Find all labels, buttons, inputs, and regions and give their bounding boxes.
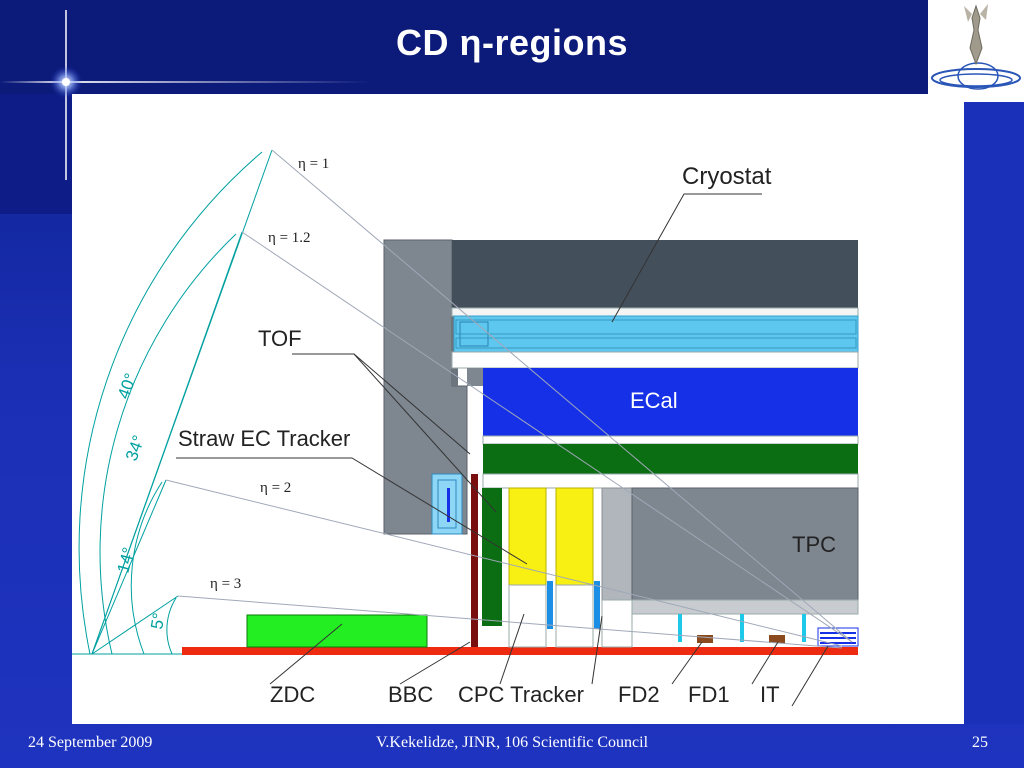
tof-label: TOF: [258, 326, 302, 351]
page-number: 25: [972, 734, 988, 751]
angle-label-14: 14°: [114, 545, 139, 575]
jinr-logo: [928, 0, 1024, 102]
tpc-label: TPC: [792, 532, 836, 557]
eta-lines: [72, 149, 853, 655]
detector-diagram: η = 1 η = 1.2 η = 2 η = 3 40° 34° 14° 5°…: [72, 94, 964, 724]
header-band: [0, 0, 928, 94]
bbc-bar: [471, 474, 478, 647]
leader-lines: [176, 193, 829, 707]
cpc-block-1: [508, 487, 547, 586]
right-stripe: [964, 102, 1024, 724]
tof-endcap: [482, 488, 502, 626]
footer-author: V.Kekelidze, JINR, 106 Scientific Counci…: [375, 734, 649, 751]
tpc-block: [631, 487, 859, 601]
fd2-label: FD2: [618, 682, 660, 707]
eta-label-1-2: η = 1.2: [268, 230, 311, 246]
ecal-label: ECal: [630, 388, 678, 413]
eta-label-2: η = 2: [260, 480, 291, 496]
fd1-label: FD1: [688, 682, 730, 707]
cryostat-label: Cryostat: [682, 163, 772, 190]
angle-label-34: 34°: [122, 433, 149, 464]
angle-label-5: 5°: [147, 611, 169, 630]
slide-title: CD η-regions: [395, 22, 628, 63]
beam-pipe: [182, 647, 858, 655]
cryostat-block: [452, 240, 858, 308]
footer-date: 24 September 2009: [28, 734, 153, 751]
eta-label-3: η = 3: [210, 576, 241, 592]
detector-svg: η = 1 η = 1.2 η = 2 η = 3 40° 34° 14° 5°…: [72, 149, 859, 707]
fd1-detector: [697, 635, 713, 643]
left-shade: [0, 94, 72, 214]
ecal-block: [483, 368, 858, 436]
cpc-block-2: [555, 487, 594, 586]
zdc-block: [246, 614, 428, 648]
fd2-detector: [547, 581, 553, 629]
zdc-label: ZDC: [270, 682, 315, 707]
cpc-label: CPC Tracker: [458, 682, 584, 707]
bbc-label: BBC: [388, 682, 433, 707]
it-label: IT: [760, 682, 780, 707]
eta-label-1: η = 1: [298, 156, 329, 172]
sparkle-decoration: [0, 10, 370, 180]
tof-barrel: [483, 444, 858, 474]
straw-label: Straw EC Tracker: [178, 426, 350, 451]
